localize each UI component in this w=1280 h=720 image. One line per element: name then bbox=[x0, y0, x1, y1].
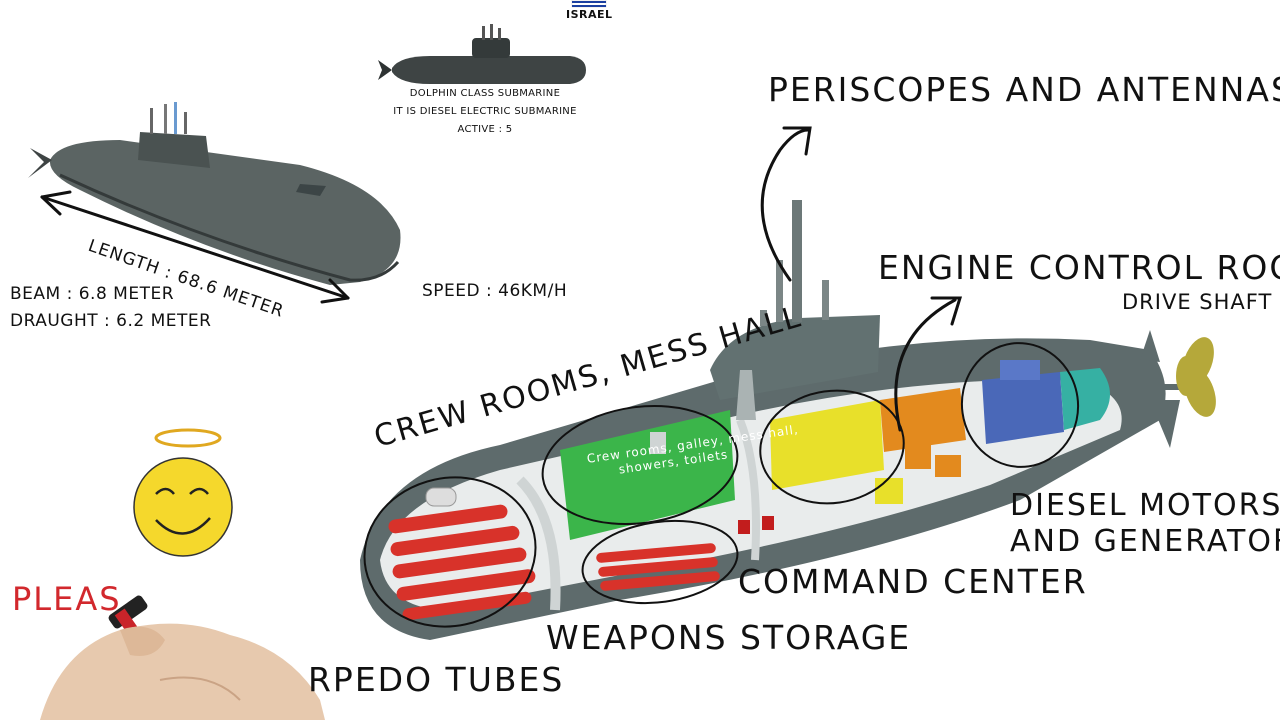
engine-control-label: ENGINE CONTROL ROOM bbox=[878, 248, 1280, 287]
israel-flag-icon bbox=[572, 0, 606, 7]
please-label: PLEAS bbox=[12, 580, 122, 618]
weapons-storage-label: WEAPONS STORAGE bbox=[546, 618, 911, 657]
speed-label: SPEED : 46KM/H bbox=[422, 281, 567, 301]
small-submarine-icon bbox=[378, 24, 586, 84]
smiley-halo-icon bbox=[134, 430, 232, 556]
periscopes-label: PERISCOPES AND ANTENNAS bbox=[768, 70, 1280, 109]
diesel-label-line1: DIESEL MOTORS bbox=[1010, 488, 1280, 523]
draught-label: DRAUGHT : 6.2 METER bbox=[10, 311, 211, 331]
submarine-type-label: IT IS DIESEL ELECTRIC SUBMARINE bbox=[380, 106, 590, 117]
torpedo-tubes-label: RPEDO TUBES bbox=[308, 660, 564, 699]
active-count-label: ACTIVE : 5 bbox=[380, 124, 590, 135]
submarine-class-label: DOLPHIN CLASS SUBMARINE bbox=[380, 88, 590, 99]
drive-shaft-label: DRIVE SHAFT bbox=[1122, 290, 1272, 314]
large-submarine-icon bbox=[28, 102, 401, 285]
diesel-label-line2: AND GENERATORS bbox=[1010, 524, 1280, 559]
command-center-label: COMMAND CENTER bbox=[738, 562, 1088, 601]
beam-label: BEAM : 6.8 METER bbox=[10, 284, 174, 304]
flag-country-label: ISRAEL bbox=[566, 8, 613, 21]
